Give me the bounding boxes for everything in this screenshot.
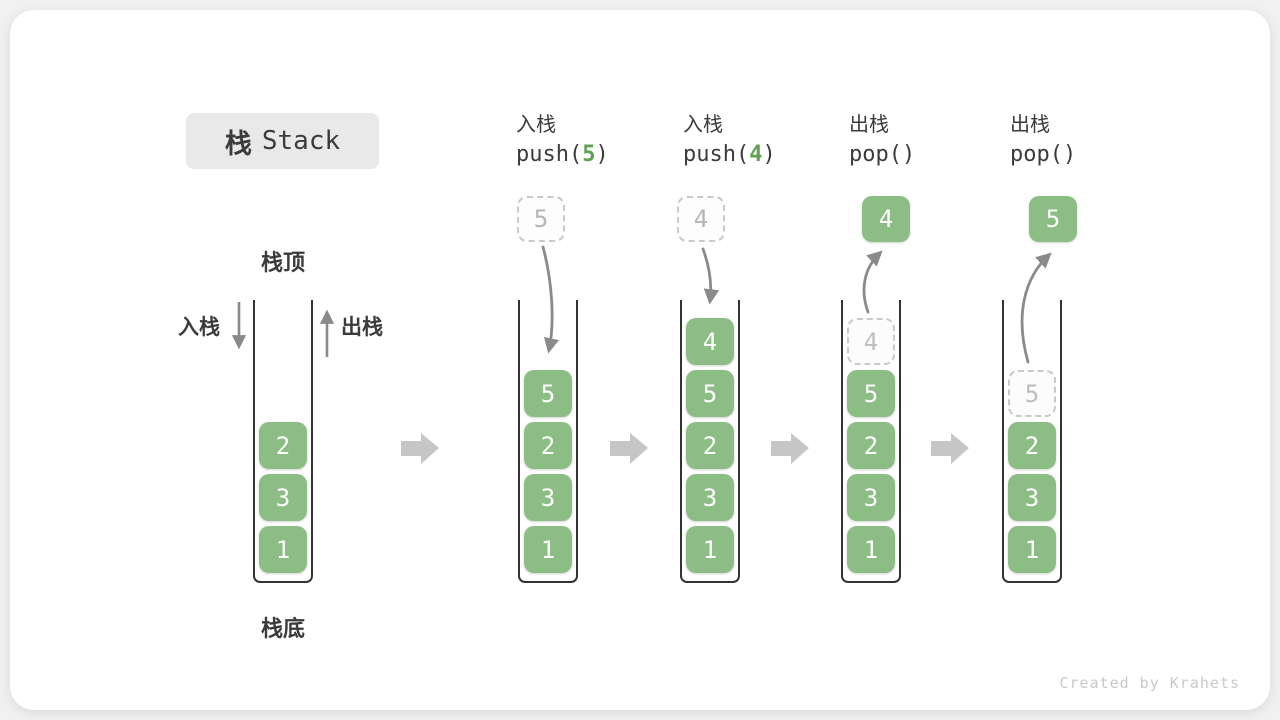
title-box: 栈 Stack <box>186 113 379 169</box>
pushed-value-box: 4 <box>677 196 725 242</box>
stack-cell: 3 <box>524 474 572 521</box>
op-code-close: ) <box>901 142 916 167</box>
stack-cell: 1 <box>524 526 572 573</box>
stack-cell: 3 <box>259 474 307 521</box>
op-code: push(5) <box>516 142 609 167</box>
stack-cell: 4 <box>686 318 734 365</box>
stack-top-label: 栈顶 <box>260 250 305 275</box>
stack-cell: 1 <box>259 526 307 573</box>
stack-after-push-4: 4 5 2 3 1 <box>680 300 740 583</box>
stack-cell: 1 <box>847 526 895 573</box>
title-en: Stack <box>261 126 341 156</box>
op-name: 出栈 <box>1010 114 1050 136</box>
stack-bottom-label: 栈底 <box>260 616 305 641</box>
stack-cell: 2 <box>686 422 734 469</box>
stack-after-pop-4: 4 5 2 3 1 <box>841 300 901 583</box>
op-name: 入栈 <box>516 114 556 136</box>
stack-cell: 3 <box>686 474 734 521</box>
op-name: 出栈 <box>849 114 889 136</box>
op-code-arg: 4 <box>749 142 763 167</box>
stack-initial: 2 3 1 <box>253 300 313 583</box>
stack-cell: 3 <box>1008 474 1056 521</box>
stack-cell: 5 <box>524 370 572 417</box>
op-name: 入栈 <box>683 114 723 136</box>
op-label-pop-4: 出栈 pop() <box>849 108 915 167</box>
stack-cell: 1 <box>1008 526 1056 573</box>
op-code: pop() <box>849 142 915 167</box>
op-code-arg: 5 <box>582 142 596 167</box>
stack-cell: 3 <box>847 474 895 521</box>
op-code-close: ) <box>1062 142 1077 167</box>
op-label-push-4: 入栈 push(4) <box>683 108 776 167</box>
push-direction-label: 入栈 <box>178 316 220 339</box>
stack-after-push-5: 5 2 3 1 <box>518 300 578 583</box>
stack-cell: 1 <box>686 526 734 573</box>
stack-cell: 2 <box>259 422 307 469</box>
op-code-fn: pop( <box>1010 142 1063 167</box>
op-code: pop() <box>1010 142 1076 167</box>
popped-value-box: 4 <box>862 196 910 242</box>
op-code-close: ) <box>762 142 776 167</box>
stack-cell: 5 <box>847 370 895 417</box>
pop-direction-label: 出栈 <box>341 316 383 339</box>
stack-after-pop-5: 5 2 3 1 <box>1002 300 1062 583</box>
watermark: Created by Krahets <box>1059 674 1240 692</box>
stack-cell: 2 <box>1008 422 1056 469</box>
op-code: push(4) <box>683 142 776 167</box>
popped-value-box: 5 <box>1029 196 1077 242</box>
op-code-fn: push( <box>516 142 583 167</box>
op-code-fn: pop( <box>849 142 902 167</box>
ghost-cell: 5 <box>1008 370 1056 417</box>
title-zh: 栈 <box>224 128 252 159</box>
op-label-push-5: 入栈 push(5) <box>516 108 609 167</box>
op-label-pop-5: 出栈 pop() <box>1010 108 1076 167</box>
stack-cell: 5 <box>686 370 734 417</box>
op-code-close: ) <box>595 142 609 167</box>
stack-cell: 2 <box>847 422 895 469</box>
ghost-cell: 4 <box>847 318 895 365</box>
op-code-fn: push( <box>683 142 750 167</box>
stack-cell: 2 <box>524 422 572 469</box>
pushed-value-box: 5 <box>517 196 565 242</box>
